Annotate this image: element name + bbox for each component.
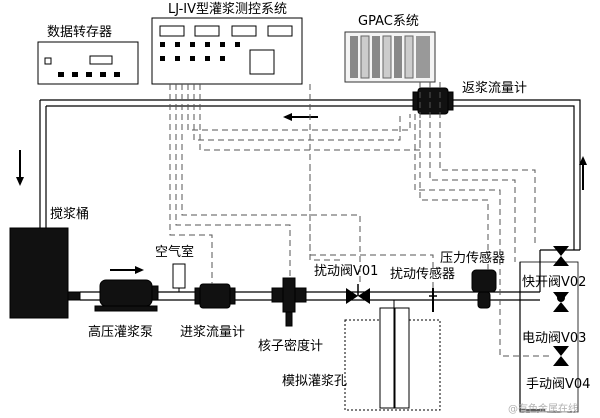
disturb-sensor-label: 扰动传感器 (390, 266, 455, 282)
quick-valve-label: 快开阀V02 (522, 275, 586, 290)
air-chamber (172, 263, 186, 292)
controller-device (151, 17, 303, 85)
quick-valve (553, 246, 569, 266)
sim-grout-hole (344, 300, 441, 411)
inlet-flowmeter-label: 进浆流量计 (180, 325, 245, 340)
mixer-tank-label: 搅浆桶 (50, 206, 89, 222)
signal-lines (169, 82, 553, 357)
arrow-up-icon (579, 156, 587, 190)
nuclear-densimeter-label: 核子密度计 (258, 338, 323, 354)
pressure-sensor-label: 压力传感器 (440, 250, 505, 266)
data-dump-label: 数据转存器 (47, 25, 112, 40)
return-flowmeter-label: 返浆流量计 (462, 81, 527, 96)
nuclear-densimeter (271, 277, 307, 327)
data-dump-device (37, 41, 139, 85)
gpac-device (344, 31, 436, 83)
disturb-sensor (429, 288, 437, 312)
manual-valve (553, 346, 569, 366)
arrow-right-icon (110, 266, 144, 274)
arrow-left-icon (283, 113, 318, 121)
arrow-down-icon (16, 150, 24, 186)
disturb-valve (346, 284, 370, 304)
watermark-text: @有色金属在线 (508, 402, 578, 415)
electric-valve (553, 292, 569, 312)
electric-valve-label: 电动阀V03 (522, 331, 586, 346)
return-flowmeter (412, 87, 454, 115)
manual-valve-label: 手动阀V04 (526, 377, 590, 392)
mixer-tank (9, 227, 81, 319)
hp-pump-label: 高压灌浆泵 (88, 324, 153, 340)
inlet-flowmeter (194, 283, 236, 309)
hp-pump (94, 279, 159, 312)
disturb-valve-label: 扰动阀V01 (314, 264, 378, 279)
pressure-sensor (471, 269, 497, 309)
sim-hole-label: 模拟灌浆孔 (282, 374, 347, 389)
air-chamber-label: 空气室 (155, 244, 194, 260)
gpac-label: GPAC系统 (358, 14, 419, 29)
controller-label: LJ-IV型灌浆测控系统 (168, 2, 287, 17)
